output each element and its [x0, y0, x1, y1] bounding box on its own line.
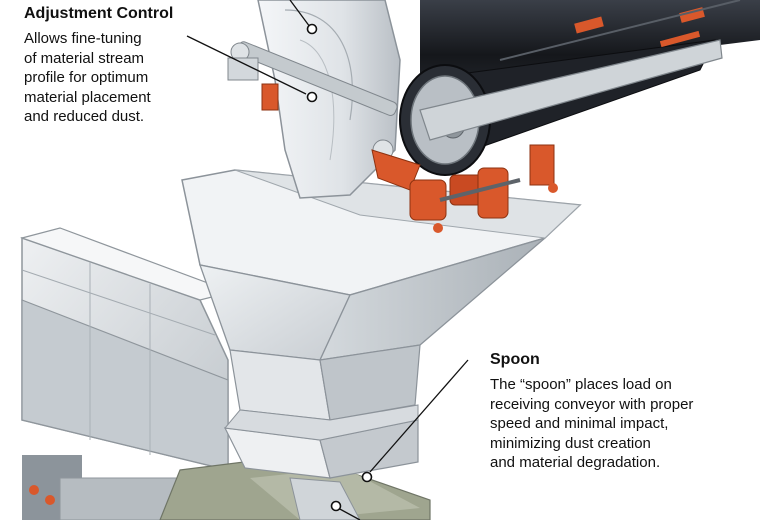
spoon-line: minimizing dust creation: [490, 434, 651, 452]
spoon-leader: [369, 359, 469, 473]
spoon-line: and material degradation.: [490, 454, 661, 471]
adjustment-control-title: Adjustment Control: [24, 5, 174, 22]
spoon-callout: Spoon The “spoon” places load on receivi…: [490, 350, 750, 473]
adjustment-leader-top: [289, 0, 311, 28]
adjustment-line: Allows fine-tuning: [24, 30, 142, 47]
adjustment-line: material placement: [24, 88, 151, 106]
adjustment-line: and reduced dust.: [24, 108, 145, 125]
adjustment-leader: [186, 35, 307, 95]
spoon-line: receiving conveyor with proper: [490, 395, 694, 413]
spoon-line: speed and minimal impact,: [490, 415, 669, 432]
adjustment-marker: [306, 91, 318, 103]
adjustment-control-description: Allows fine-tuning of material stream pr…: [24, 29, 224, 127]
spoon-description: The “spoon” places load on receiving con…: [490, 375, 750, 473]
adjustment-control-callout: Adjustment Control Allows fine-tuning of…: [24, 4, 224, 127]
receiving-conveyor-enclosure: [19, 227, 235, 520]
adjustment-marker-top: [306, 23, 318, 35]
spoon-title: Spoon: [490, 351, 540, 368]
head-pulley-belt: [399, 0, 760, 176]
adjustment-line: of material stream: [24, 49, 145, 67]
spoon-line: The “spoon” places load on: [490, 376, 672, 393]
callout-leaders: [186, 0, 469, 520]
adjustment-line: profile for optimum: [24, 69, 149, 86]
spoon-marker: [361, 471, 373, 483]
orange-fittings: [261, 83, 558, 233]
lower-leader: [337, 507, 361, 520]
lower-marker: [330, 500, 342, 512]
